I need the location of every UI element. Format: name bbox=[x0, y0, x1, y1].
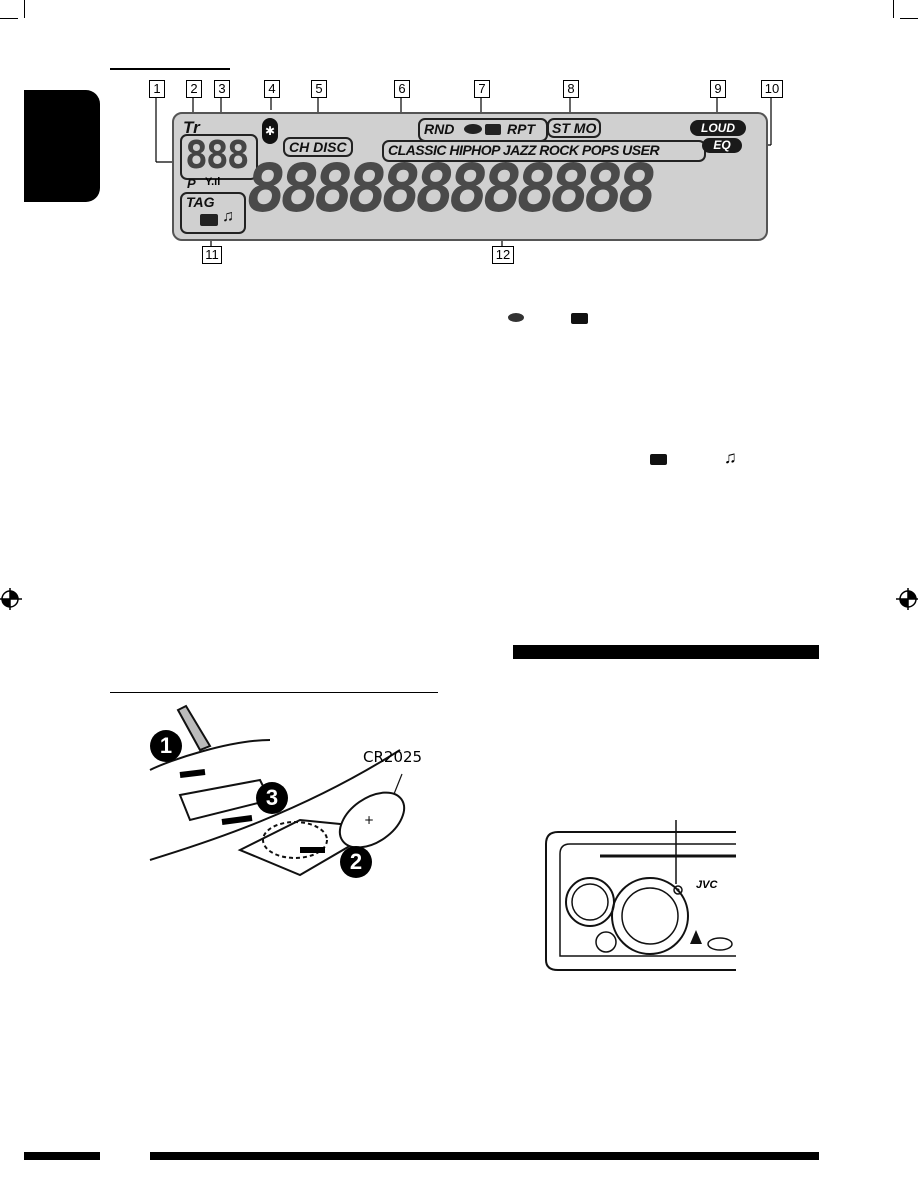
callout-1: 1 bbox=[149, 80, 165, 98]
p-indicator: P bbox=[187, 176, 196, 191]
crop-mark bbox=[24, 0, 25, 18]
crop-mark bbox=[893, 0, 894, 18]
signal-icon: Y.ıl bbox=[205, 176, 221, 188]
crop-mark bbox=[900, 18, 918, 19]
main-character-display: 888888888888 bbox=[240, 150, 657, 227]
callout-10: 10 bbox=[761, 80, 783, 98]
section-rule bbox=[110, 68, 230, 70]
ch-disc-indicator: CH DISC bbox=[283, 137, 353, 157]
folder-icon bbox=[571, 313, 588, 324]
folder-icon bbox=[650, 454, 667, 465]
tag-indicator: TAG ♫ bbox=[180, 192, 246, 234]
step-3-badge: 3 bbox=[256, 782, 288, 814]
callout-2: 2 bbox=[186, 80, 202, 98]
disc-number-digits: 888 bbox=[185, 133, 250, 177]
language-tab bbox=[24, 90, 100, 202]
callout-8: 8 bbox=[563, 80, 579, 98]
brand-logo: JVC bbox=[696, 879, 718, 891]
eq-indicator: EQ bbox=[702, 138, 742, 153]
callout-12: 12 bbox=[492, 246, 514, 264]
registration-mark bbox=[896, 588, 918, 610]
callout-6: 6 bbox=[394, 80, 410, 98]
section-heading-bar bbox=[513, 645, 819, 659]
track-label: Tr bbox=[183, 118, 200, 137]
head-unit-figure bbox=[545, 820, 736, 971]
callout-5: 5 bbox=[311, 80, 327, 98]
rnd-label: RND bbox=[424, 121, 455, 137]
loud-indicator: LOUD bbox=[690, 120, 746, 136]
callout-7: 7 bbox=[474, 80, 490, 98]
svg-text:+: + bbox=[364, 813, 374, 827]
music-note-icon: ♫ bbox=[724, 448, 737, 467]
disc-icon bbox=[464, 124, 482, 134]
footer-bar-left bbox=[24, 1152, 100, 1160]
rpt-label: RPT bbox=[507, 121, 535, 137]
callout-9: 9 bbox=[710, 80, 726, 98]
callout-11: 11 bbox=[202, 246, 222, 264]
rnd-rpt-indicator: RND RPT bbox=[418, 118, 548, 142]
disc-number-box bbox=[180, 134, 258, 180]
step-2-badge: 2 bbox=[340, 846, 372, 878]
step-1-badge: 1 bbox=[150, 730, 182, 762]
folder-icon bbox=[485, 124, 501, 135]
crop-mark bbox=[0, 18, 18, 19]
battery-type-label: CR2025 bbox=[363, 748, 423, 766]
callout-3: 3 bbox=[214, 80, 230, 98]
bluetooth-icon: ✱ bbox=[262, 118, 278, 144]
registration-mark bbox=[0, 588, 22, 610]
disc-icon bbox=[508, 313, 524, 322]
music-note-icon: ♫ bbox=[222, 208, 234, 225]
callout-4: 4 bbox=[264, 80, 280, 98]
stmo-indicator: ST MO bbox=[547, 118, 602, 138]
battery-replacement-figure: + bbox=[149, 704, 406, 877]
tag-label: TAG bbox=[186, 194, 215, 210]
section-rule bbox=[110, 692, 438, 693]
footer-bar-right bbox=[150, 1152, 819, 1160]
folder-icon bbox=[200, 214, 218, 226]
